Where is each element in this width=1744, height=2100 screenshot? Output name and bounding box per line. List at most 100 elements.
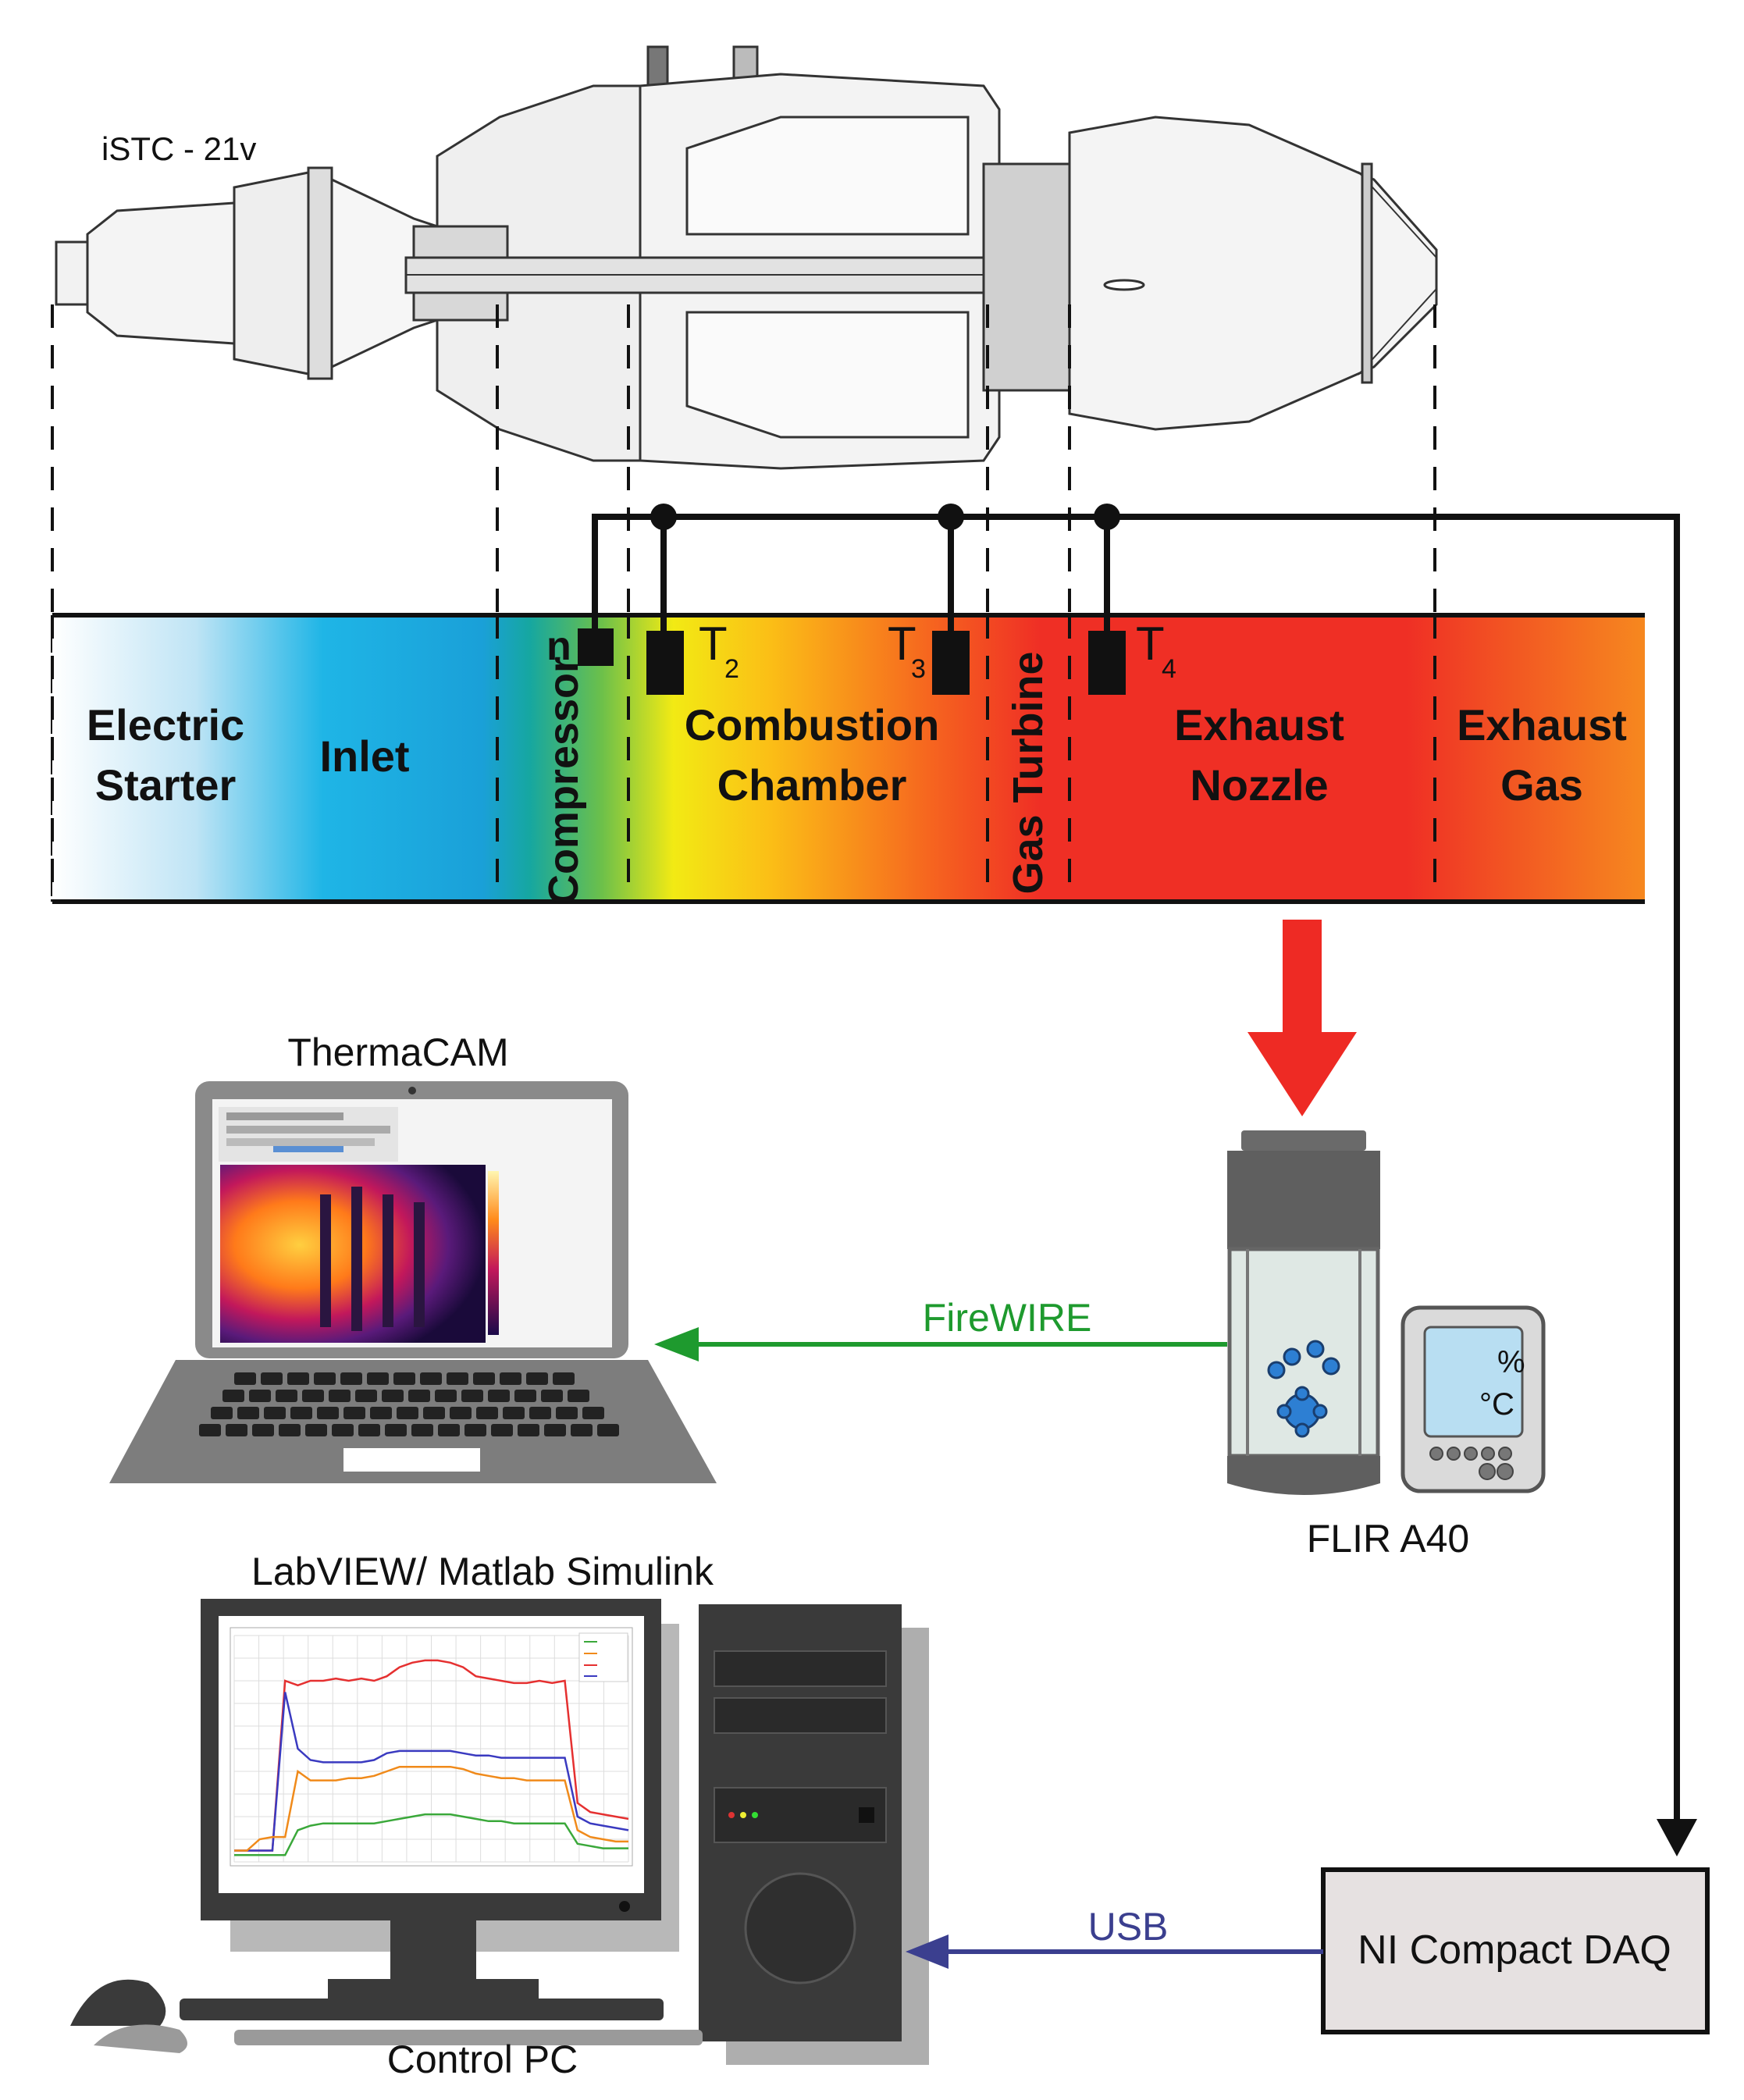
keyboard-key xyxy=(514,1390,536,1402)
compressor-label: Compressor xyxy=(540,657,587,905)
thermal-radiation-arrow xyxy=(1247,920,1357,1116)
exhaust-gas-label-line2: Gas xyxy=(1500,760,1583,810)
keyboard-key xyxy=(447,1372,468,1385)
ni-daq-box xyxy=(1321,1867,1710,2034)
gas-turbine-label: Gas Turbine xyxy=(1005,651,1052,894)
keyboard-key xyxy=(382,1390,404,1402)
keyboard-key xyxy=(553,1372,575,1385)
keyboard-key xyxy=(518,1424,539,1436)
laptop-keyboard xyxy=(199,1372,619,1436)
keyboard-key xyxy=(226,1424,247,1436)
keyboard-key xyxy=(340,1372,362,1385)
labview-chart-series xyxy=(234,1659,629,1856)
speed-sensor-label: n xyxy=(546,624,571,669)
series-line-4 xyxy=(234,1813,628,1856)
keyboard-key xyxy=(343,1407,365,1419)
sensor-bus xyxy=(592,514,1680,1842)
keyboard-key xyxy=(237,1407,259,1419)
keyboard-key xyxy=(290,1407,312,1419)
keyboard-key xyxy=(302,1390,324,1402)
keyboard-key xyxy=(529,1407,551,1419)
usb-label: USB xyxy=(1088,1905,1169,1949)
keyboard-key xyxy=(385,1424,407,1436)
inlet-label: Inlet xyxy=(319,731,409,781)
junction-dot-t4 xyxy=(1094,504,1120,530)
daq-input-arrowhead xyxy=(1657,1819,1697,1856)
keyboard-key xyxy=(556,1407,578,1419)
meter-percent-readout: % xyxy=(1497,1345,1525,1379)
exhaust-nozzle-label-line2: Nozzle xyxy=(1190,760,1328,810)
control-pc-label: Control PC xyxy=(387,2038,578,2081)
flir-camera-label: FLIR A40 xyxy=(1307,1517,1469,1561)
meter-celsius-readout: °C xyxy=(1479,1387,1514,1422)
keyboard-key xyxy=(332,1424,354,1436)
usb-arrowhead xyxy=(906,1934,949,1969)
keyboard-key xyxy=(305,1424,327,1436)
keyboard-key xyxy=(279,1424,301,1436)
keyboard-key xyxy=(438,1424,460,1436)
speed-sensor-n xyxy=(578,628,614,666)
thermacam-screen xyxy=(219,1107,499,1343)
handheld-meter xyxy=(1401,1305,1546,1493)
keyboard-key xyxy=(234,1372,256,1385)
junction-dot-t2 xyxy=(650,504,677,530)
combustion-chamber-label-line1: Combustion xyxy=(685,700,940,749)
ni-daq-label: NI Compact DAQ xyxy=(1358,1927,1671,1973)
keyboard-key xyxy=(211,1407,233,1419)
t4-subscript: 4 xyxy=(1162,654,1176,684)
keyboard-key xyxy=(367,1372,389,1385)
exhaust-nozzle-label-line1: Exhaust xyxy=(1174,700,1344,749)
keyboard-key xyxy=(408,1390,430,1402)
engine-model-label: iSTC - 21v xyxy=(101,130,256,167)
keyboard-key xyxy=(355,1390,377,1402)
temp-sensor-t4 xyxy=(1088,631,1126,695)
firewire-arrowhead xyxy=(654,1327,699,1361)
keyboard-key xyxy=(249,1390,271,1402)
exhaust-gas-label-line1: Exhaust xyxy=(1457,700,1627,749)
keyboard-key xyxy=(411,1424,433,1436)
keyboard-key xyxy=(397,1407,418,1419)
t2-letter: T xyxy=(699,618,728,670)
keyboard-key xyxy=(317,1407,339,1419)
keyboard-key xyxy=(450,1407,472,1419)
keyboard-key xyxy=(329,1390,351,1402)
keyboard-key xyxy=(261,1372,283,1385)
thermacam-label: ThermaCAM xyxy=(287,1030,508,1074)
keyboard-key xyxy=(461,1390,483,1402)
engine-cutaway-drawing: iSTC - 21v xyxy=(55,45,1438,470)
keyboard-key xyxy=(464,1424,486,1436)
keyboard-key xyxy=(544,1424,566,1436)
keyboard-key xyxy=(435,1390,457,1402)
keyboard-key xyxy=(252,1424,274,1436)
keyboard-key xyxy=(473,1372,495,1385)
labview-legend xyxy=(578,1632,628,1682)
keyboard-key xyxy=(358,1424,380,1436)
t3-letter: T xyxy=(888,618,916,670)
keyboard-key xyxy=(582,1407,604,1419)
series-line-2 xyxy=(234,1692,629,1852)
keyboard-key xyxy=(597,1424,619,1436)
firewire-label: FireWIRE xyxy=(923,1296,1092,1340)
keyboard-key xyxy=(500,1372,521,1385)
flir-camera xyxy=(1227,1130,1380,1495)
keyboard-key xyxy=(571,1424,593,1436)
t2-subscript: 2 xyxy=(724,654,739,684)
electric-starter-label-line1: Electric xyxy=(87,700,244,749)
series-line-3 xyxy=(234,1765,628,1852)
pc-software-label: LabVIEW/ Matlab Simulink xyxy=(251,1550,714,1593)
temperature-band xyxy=(52,615,1645,900)
keyboard-key xyxy=(264,1407,286,1419)
keyboard-key xyxy=(287,1372,309,1385)
labview-chart xyxy=(230,1627,633,1867)
keyboard-key xyxy=(568,1390,589,1402)
keyboard-key xyxy=(476,1407,498,1419)
keyboard-key xyxy=(276,1390,297,1402)
keyboard-key xyxy=(541,1390,563,1402)
electric-starter-label-line2: Starter xyxy=(95,760,237,810)
combustion-chamber-label-line2: Chamber xyxy=(717,760,907,810)
keyboard-key xyxy=(222,1390,244,1402)
t4-letter: T xyxy=(1136,618,1165,670)
temp-sensor-t3 xyxy=(932,631,970,695)
t3-subscript: 3 xyxy=(911,654,926,684)
